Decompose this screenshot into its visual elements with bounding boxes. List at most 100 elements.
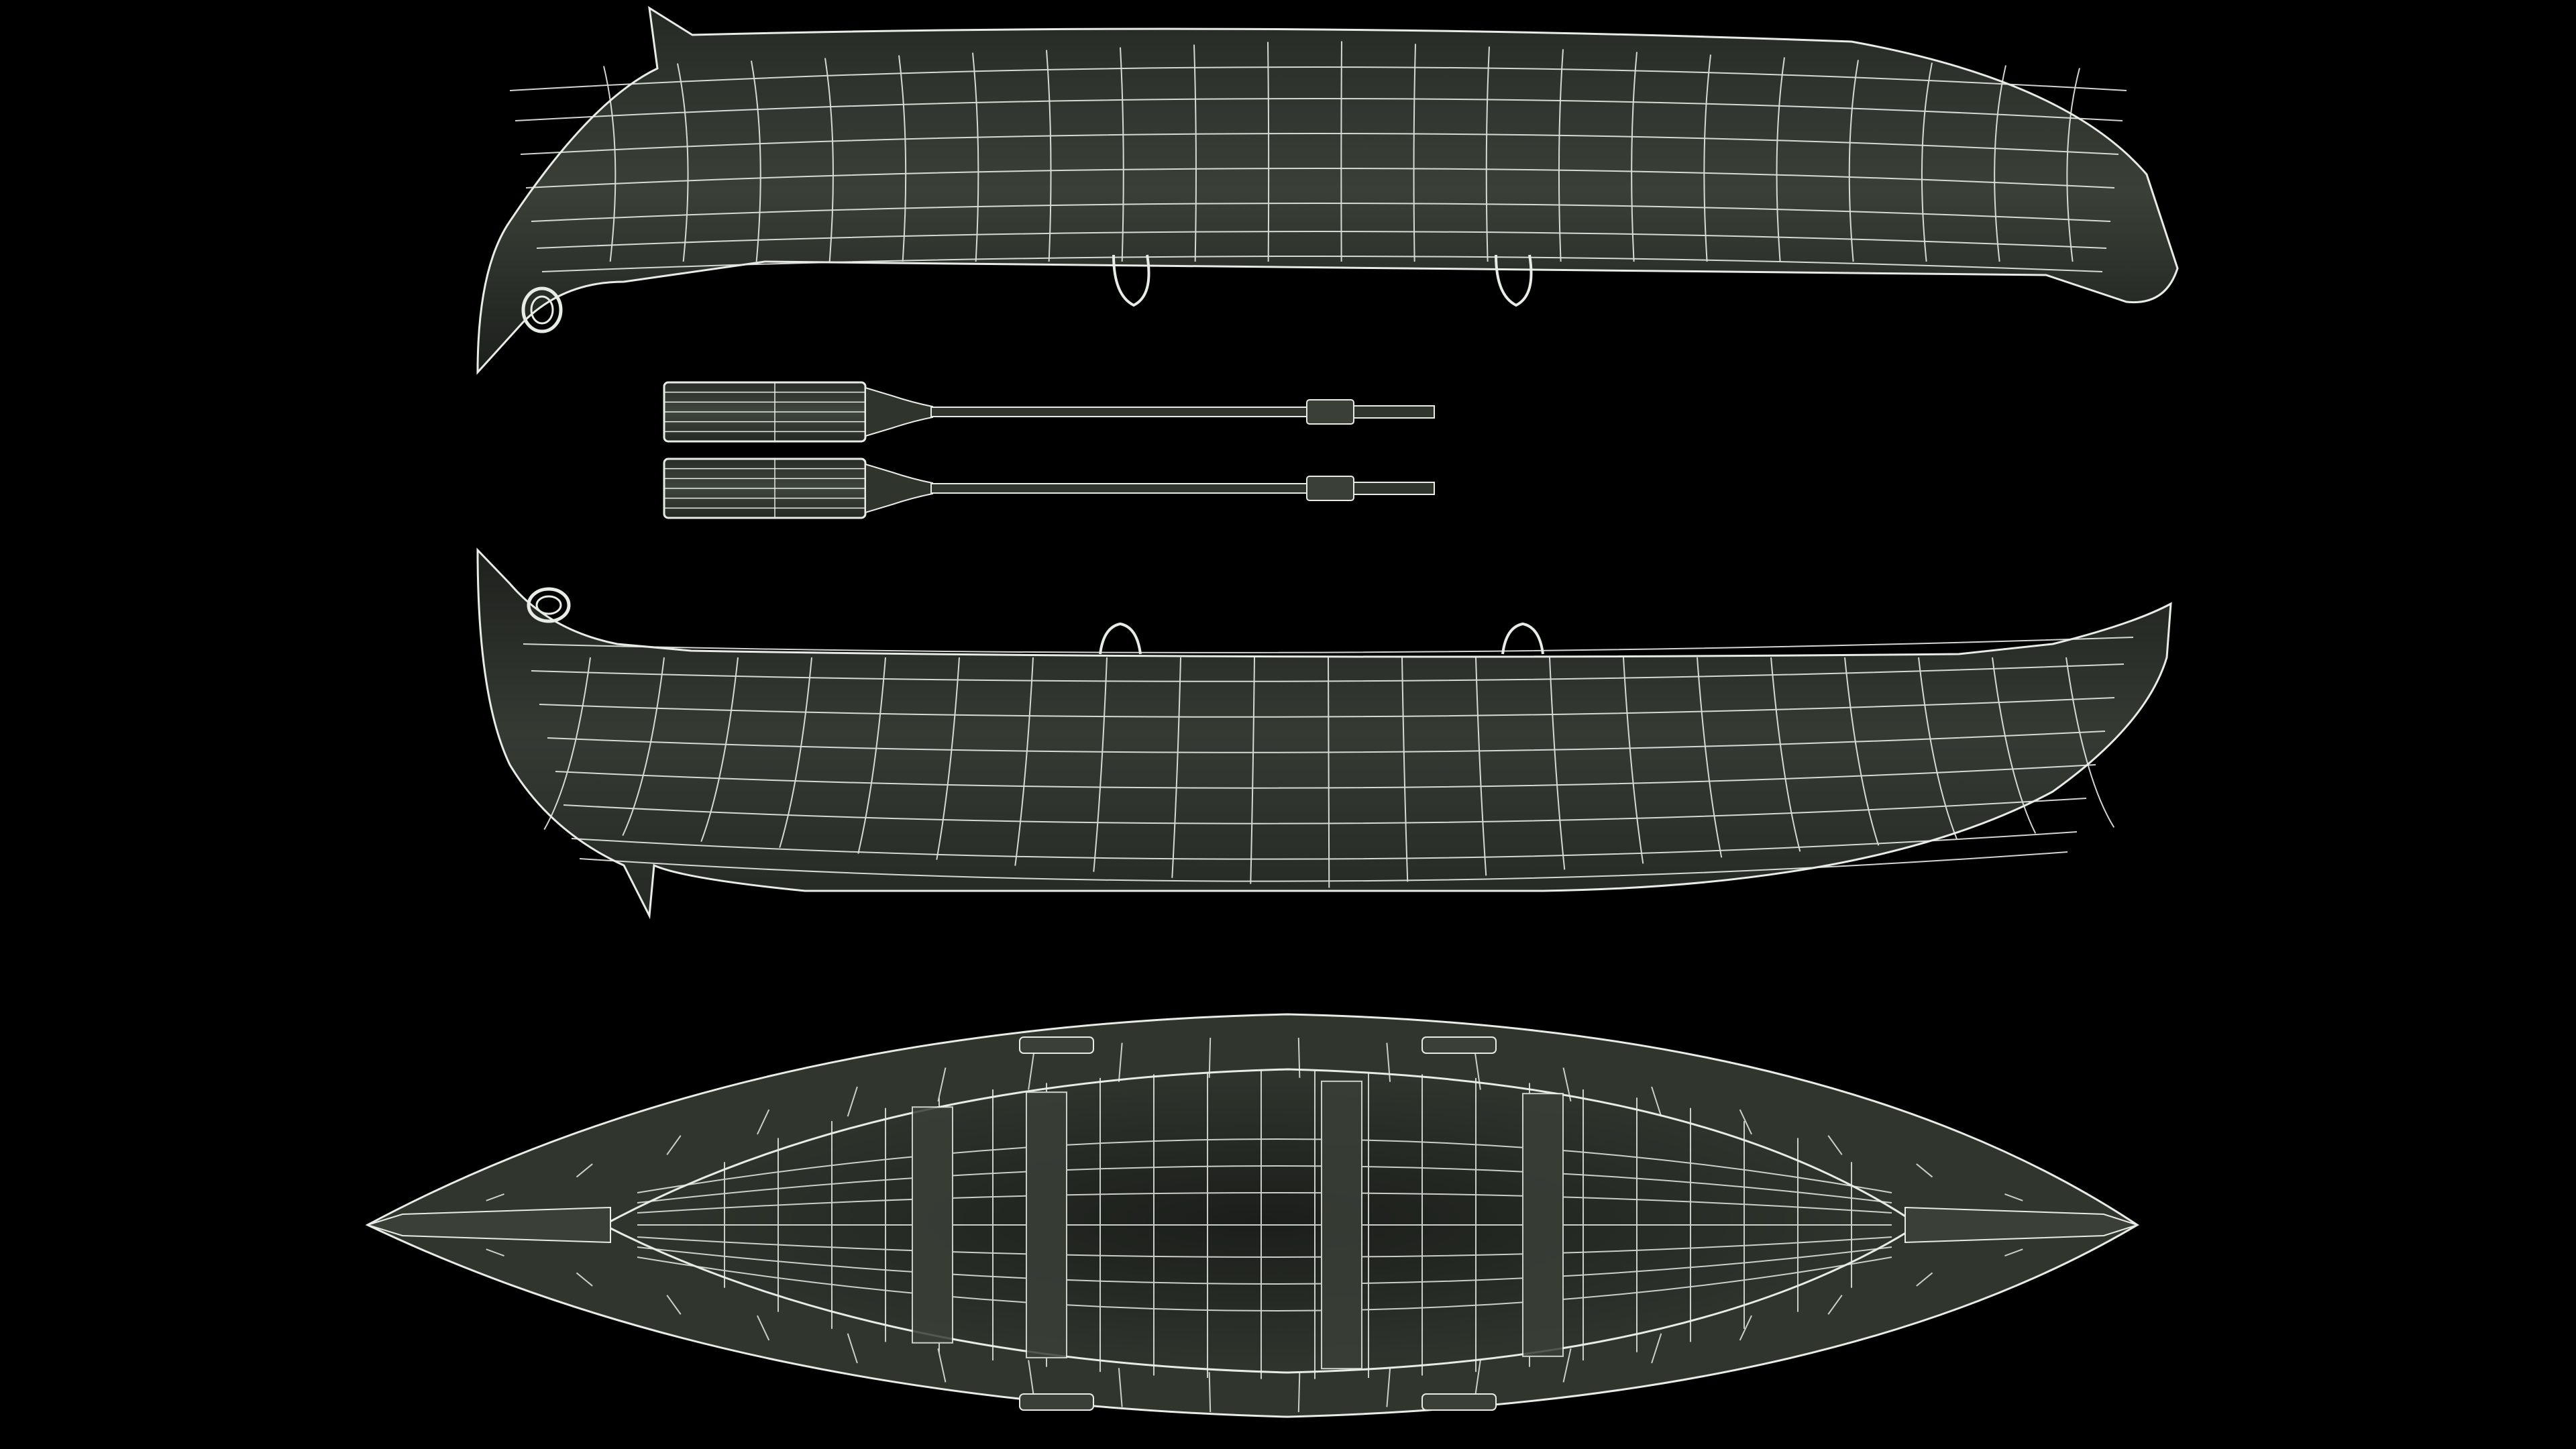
plan-gunwale-segment bbox=[1916, 1163, 1933, 1178]
thwart-seat bbox=[1321, 1080, 1362, 1370]
thwart-seat bbox=[1522, 1093, 1564, 1357]
rope-coil-top bbox=[521, 286, 563, 333]
plan-gunwale-segment bbox=[1474, 1360, 1481, 1397]
hull-mid-station-line bbox=[1014, 657, 1034, 866]
hull-top-station-line bbox=[1046, 50, 1052, 262]
hull-top-strake-line bbox=[541, 256, 2103, 272]
hull-mid-station-line bbox=[779, 657, 812, 848]
paddle-upper bbox=[663, 381, 1435, 443]
plan-gunwale-segment bbox=[1474, 1053, 1481, 1090]
hull-upside-down-side-view bbox=[476, 6, 2179, 375]
hull-top-station-line bbox=[603, 66, 616, 262]
hull-mid-strake-line bbox=[531, 663, 2125, 682]
plan-gunwale-segment bbox=[1651, 1086, 1662, 1117]
hull-mid-station-line bbox=[700, 657, 739, 842]
hull-top-station-line bbox=[898, 55, 907, 262]
hull-top-station-line bbox=[1267, 42, 1270, 262]
hull-mid-strake-line bbox=[547, 731, 2106, 753]
plan-gunwale-segment bbox=[2004, 1193, 2023, 1201]
plan-gunwale-segment bbox=[847, 1086, 858, 1117]
plan-gunwale-segment bbox=[847, 1333, 858, 1364]
plan-gunwale-segment bbox=[757, 1315, 770, 1341]
oarlock-left-mid bbox=[1099, 622, 1142, 655]
plan-gunwale-segment bbox=[486, 1193, 504, 1201]
plan-gunwale-segment bbox=[937, 1348, 947, 1383]
hull-mid-strake-line bbox=[563, 798, 2087, 824]
plan-gunwale-segment bbox=[1208, 1372, 1212, 1413]
hull-mid-station-line bbox=[1250, 657, 1255, 884]
hull-top-strake-line bbox=[536, 231, 2107, 249]
hull-upright-outline bbox=[476, 547, 2172, 920]
plan-gunwale-segment bbox=[576, 1272, 593, 1287]
hull-top-strake-line bbox=[525, 168, 2115, 189]
thwart-seat bbox=[1026, 1091, 1067, 1358]
plan-plank-line bbox=[637, 1138, 1892, 1193]
hull-mid-station-line bbox=[622, 657, 665, 837]
hull-top-station-line bbox=[1558, 49, 1564, 262]
hull-top-strake-line bbox=[531, 203, 2111, 222]
plan-gunwale-segment bbox=[1386, 1042, 1391, 1082]
hull-top-strake-line bbox=[509, 66, 2127, 91]
stern-deck bbox=[1904, 1206, 2140, 1244]
oarlock-right-top bbox=[1495, 254, 1533, 307]
plan-plank-line bbox=[637, 1246, 1892, 1285]
oarlock-plate-bottom-left bbox=[1019, 1393, 1094, 1411]
plan-gunwale-segment bbox=[1827, 1295, 1843, 1315]
hull-mid-station-line bbox=[1992, 657, 2037, 834]
plan-gunwale-segment bbox=[1562, 1348, 1572, 1383]
plan-gunwale-segment bbox=[1297, 1372, 1301, 1413]
plan-gunwale-segment bbox=[1028, 1053, 1035, 1090]
hull-mid-strake-line bbox=[555, 764, 2096, 789]
hull-top-station-line bbox=[1485, 46, 1490, 262]
bow-deck bbox=[365, 1206, 611, 1244]
hull-top-station-line bbox=[1776, 57, 1785, 262]
hull-top-station-line bbox=[1120, 47, 1124, 262]
plan-gunwale-segment bbox=[1208, 1037, 1212, 1078]
hull-top-station-line bbox=[1994, 65, 2006, 262]
hull-top-station-line bbox=[824, 58, 834, 262]
plan-gunwale-segment bbox=[1739, 1109, 1752, 1135]
thwart-seat bbox=[912, 1106, 953, 1344]
paddle-lower-shaft bbox=[930, 483, 1307, 494]
hull-mid-strake-line bbox=[523, 637, 2134, 653]
hull-mid-station-line bbox=[1549, 657, 1566, 870]
hull-mid-strake-line bbox=[539, 697, 2115, 718]
hull-mid-station-line bbox=[1623, 657, 1644, 864]
hull-mid-station-line bbox=[543, 657, 591, 830]
plan-plank-line bbox=[637, 1192, 1892, 1214]
hull-top-station-line bbox=[1193, 44, 1197, 262]
hull-mid-station-line bbox=[1093, 657, 1108, 872]
plan-gunwale-segment bbox=[1651, 1333, 1662, 1364]
plan-plank-line bbox=[637, 1256, 1892, 1311]
oarlock-plate-top-left bbox=[1019, 1036, 1094, 1054]
oarlock-plate-top-right bbox=[1421, 1036, 1497, 1054]
paddle-lower-collar bbox=[1306, 476, 1354, 501]
hull-mid-station-line bbox=[1770, 657, 1801, 852]
hull-top-station-line bbox=[1631, 52, 1638, 262]
hull-mid-station-line bbox=[1475, 657, 1487, 876]
hull-top-station-line bbox=[751, 60, 761, 262]
hull-top-station-line bbox=[1340, 41, 1342, 262]
hull-top-station-line bbox=[972, 52, 979, 262]
hull-mid-station-line bbox=[2065, 657, 2115, 828]
paddle-upper-grip bbox=[1353, 405, 1435, 419]
plan-gunwale-segment bbox=[2004, 1248, 2023, 1257]
plan-gunwale-segment bbox=[1118, 1368, 1123, 1407]
plan-gunwale-segment bbox=[576, 1163, 593, 1178]
hull-upright-side-view bbox=[476, 547, 2172, 920]
hull-mid-station-line bbox=[1328, 657, 1330, 888]
plan-gunwale-segment bbox=[666, 1135, 682, 1155]
hull-mid-station-line bbox=[1171, 657, 1181, 878]
paddle-lower-grip bbox=[1353, 482, 1435, 495]
plan-plank-line bbox=[637, 1165, 1892, 1203]
plan-gunwale-segment bbox=[1562, 1067, 1572, 1102]
hull-mid-station-line bbox=[936, 657, 960, 860]
hull-mid-station-line bbox=[1401, 657, 1409, 882]
hull-top-station-line bbox=[1413, 44, 1416, 262]
hull-mid-station-line bbox=[1844, 657, 1880, 846]
plan-gunwale-segment bbox=[757, 1109, 770, 1135]
hull-top-station-line bbox=[677, 63, 689, 262]
rope-coil-mid bbox=[527, 587, 571, 623]
oarlock-left-top bbox=[1112, 254, 1150, 307]
